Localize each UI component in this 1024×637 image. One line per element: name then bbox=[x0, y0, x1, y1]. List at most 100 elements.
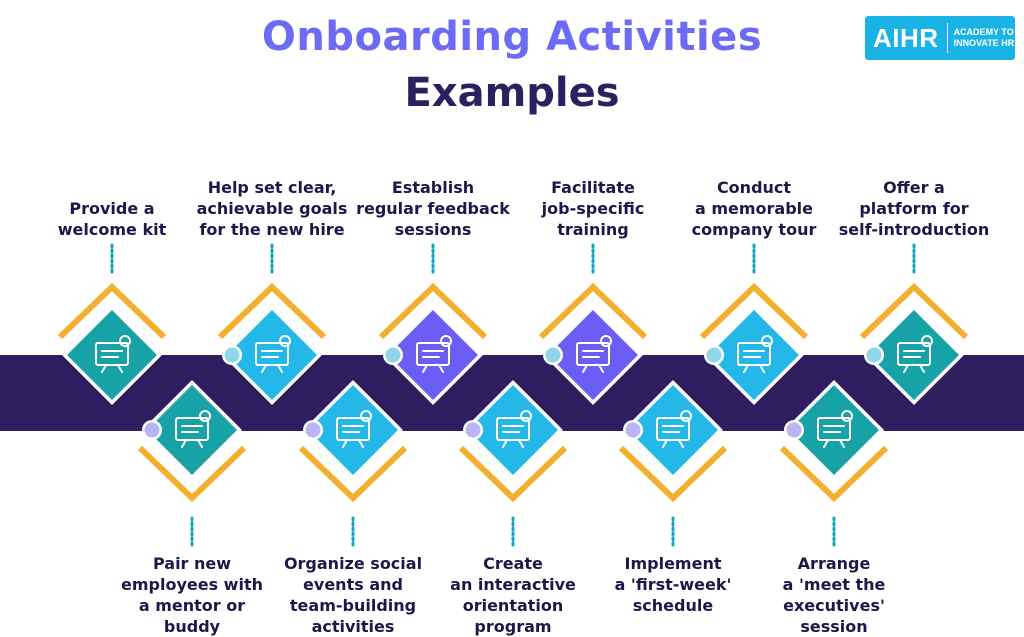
activity-label: Implement a 'first-week' schedule bbox=[593, 553, 753, 616]
chevron-arrow bbox=[779, 445, 889, 503]
icon-leg bbox=[277, 364, 283, 373]
activity-node bbox=[217, 243, 327, 405]
icon-leg bbox=[598, 364, 604, 373]
activity-label-line: session bbox=[800, 617, 868, 636]
activity-label-line: Conduct bbox=[716, 178, 792, 197]
activity-node bbox=[298, 380, 408, 550]
connector-dot bbox=[144, 422, 160, 438]
activity-label-line: schedule bbox=[632, 596, 714, 615]
team-people-icon bbox=[336, 410, 372, 448]
chevron-arrow bbox=[298, 445, 408, 503]
icon-leg bbox=[181, 439, 187, 448]
activity-label-line: Provide a bbox=[69, 199, 155, 218]
activity-node bbox=[137, 380, 247, 550]
chevron-arrow bbox=[618, 445, 728, 503]
activity-diamond bbox=[548, 310, 638, 400]
presentation-screen-icon bbox=[496, 410, 532, 448]
chevron-arrow bbox=[137, 445, 247, 503]
icon-leg bbox=[823, 439, 829, 448]
activity-label-line: Arrange bbox=[797, 554, 871, 573]
icon-leg bbox=[117, 364, 123, 373]
icon-frame bbox=[897, 342, 931, 366]
connector-dot bbox=[224, 347, 240, 363]
icon-circle bbox=[761, 335, 773, 347]
icon-frame bbox=[255, 342, 289, 366]
icon-frame bbox=[656, 417, 690, 441]
icon-leg bbox=[502, 439, 508, 448]
icon-frame bbox=[817, 417, 851, 441]
activity-diamond bbox=[388, 310, 478, 400]
activity-label-line: self-introduction bbox=[838, 220, 990, 239]
activity-label-line: Establish bbox=[391, 178, 475, 197]
chevron-arrow bbox=[378, 282, 488, 340]
activity-label-line: Create bbox=[483, 554, 543, 573]
training-chart-icon bbox=[576, 335, 612, 373]
icon-circle bbox=[440, 335, 452, 347]
activity-label: Pair new employees with a mentor or buddy bbox=[112, 553, 272, 637]
activity-label-line: a 'first-week' bbox=[614, 575, 732, 594]
chevron-arrow bbox=[699, 282, 809, 340]
feedback-person-icon bbox=[416, 335, 452, 373]
self-intro-computer-icon bbox=[897, 335, 933, 373]
icon-frame bbox=[576, 342, 610, 366]
icon-leg bbox=[197, 439, 203, 448]
icon-leg bbox=[903, 364, 909, 373]
icon-circle bbox=[600, 335, 612, 347]
activity-diamond bbox=[308, 385, 398, 475]
logo-tagline: ACADEMY TO INNOVATE HR bbox=[954, 27, 1015, 49]
activity-node bbox=[57, 243, 167, 405]
icon-leg bbox=[438, 364, 444, 373]
icon-circle bbox=[199, 410, 211, 422]
mentor-question-icon bbox=[175, 410, 211, 448]
activity-label-line: executives' bbox=[783, 596, 885, 615]
activity-label-line: for the new hire bbox=[199, 220, 345, 239]
icon-leg bbox=[662, 439, 668, 448]
icon-frame bbox=[95, 342, 129, 366]
activity-label-line: Help set clear, bbox=[207, 178, 337, 197]
chevron-arrow bbox=[57, 282, 167, 340]
logo-name: AIHR bbox=[873, 22, 939, 53]
chevron-arrow bbox=[217, 282, 327, 340]
activity-diamond bbox=[709, 310, 799, 400]
activity-label-line: company tour bbox=[691, 220, 817, 239]
activity-label-line: Pair new bbox=[152, 554, 232, 573]
activity-label-line: Offer a bbox=[883, 178, 945, 197]
activity-diamond bbox=[147, 385, 237, 475]
activity-label-line: a mentor or bbox=[138, 596, 246, 615]
activity-diamond bbox=[468, 385, 558, 475]
page-title-line1: Onboarding Activities bbox=[261, 14, 763, 60]
activity-label-line: employees with bbox=[121, 575, 263, 594]
icon-leg bbox=[518, 439, 524, 448]
icon-frame bbox=[416, 342, 450, 366]
icon-circle bbox=[841, 410, 853, 422]
icon-frame bbox=[336, 417, 370, 441]
activity-node bbox=[618, 380, 728, 550]
connector-dot bbox=[625, 422, 641, 438]
activity-label-line: program bbox=[474, 617, 552, 636]
aihr-logo: AIHR ACADEMY TO INNOVATE HR bbox=[865, 16, 1015, 60]
icon-leg bbox=[342, 439, 348, 448]
executives-meeting-icon bbox=[817, 410, 853, 448]
connector-dot bbox=[786, 422, 802, 438]
icon-leg bbox=[743, 364, 749, 373]
icon-circle bbox=[680, 410, 692, 422]
activity-label-line: Implement bbox=[624, 554, 722, 573]
page-title-line2: Examples bbox=[404, 70, 620, 116]
logo-tagline-line2: INNOVATE HR bbox=[953, 38, 1015, 48]
icon-circle bbox=[520, 410, 532, 422]
activity-label-line: buddy bbox=[163, 617, 221, 636]
activity-label-line: events and bbox=[303, 575, 403, 594]
activity-node bbox=[699, 243, 809, 405]
activity-label-line: orientation bbox=[462, 596, 564, 615]
icon-leg bbox=[422, 364, 428, 373]
activity-label-line: activities bbox=[311, 617, 395, 636]
activity-diamond bbox=[869, 310, 959, 400]
